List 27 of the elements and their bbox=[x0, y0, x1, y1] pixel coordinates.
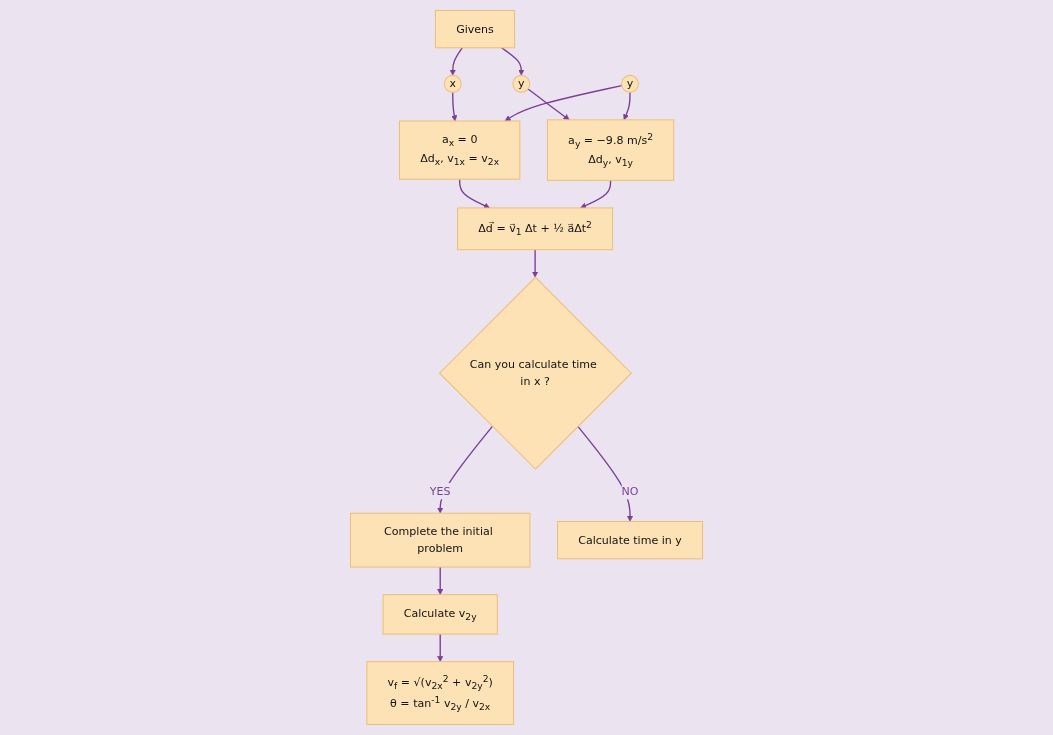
arrow bbox=[577, 425, 633, 522]
edge-label: NO bbox=[621, 484, 639, 498]
edge-label: YES bbox=[429, 484, 451, 498]
node-circle: x bbox=[443, 74, 462, 93]
node-box: a$_{x}$ = 0 Δd$_{x}$, v$_{1x}$ = v$_{2x}$ bbox=[398, 120, 521, 180]
arrow bbox=[437, 425, 494, 514]
arrow bbox=[532, 249, 539, 278]
node-diamond: Can you calculate time in x ? bbox=[438, 276, 633, 470]
node-circle: y bbox=[621, 74, 639, 93]
arrow bbox=[458, 178, 490, 209]
node-circle: y bbox=[512, 74, 531, 93]
arrow bbox=[580, 179, 612, 209]
node-box: a$_{y}$ = −9.8 m/s$^{2}$ Δd$_{y}$, v$_{1y}$ bbox=[546, 119, 675, 181]
arrow bbox=[437, 566, 444, 595]
node-box: Calculate v$_{2y}$ bbox=[382, 594, 498, 635]
node-box: Complete the initial problem bbox=[350, 512, 531, 568]
arrow bbox=[449, 47, 463, 76]
arrow bbox=[437, 633, 444, 662]
arrow bbox=[623, 91, 631, 121]
arrow bbox=[500, 47, 525, 76]
node-box: Calculate time in y bbox=[556, 521, 703, 560]
arrow bbox=[504, 84, 623, 122]
node-box: Δd⃗ = v⃗$_{1}$ Δt + ½ a⃗Δt$^{2}$ bbox=[457, 207, 614, 251]
node-box: v$_{f}$ = √(v$_{2x}$$^{2}$ + v$_{2y}$$^{2}$) θ = tan$^{-1}$ v$_{2y}$ / v$_{2x}$ bbox=[366, 661, 515, 725]
arrow bbox=[527, 88, 570, 121]
node-box: Givens bbox=[434, 10, 516, 49]
arrow bbox=[451, 91, 458, 122]
